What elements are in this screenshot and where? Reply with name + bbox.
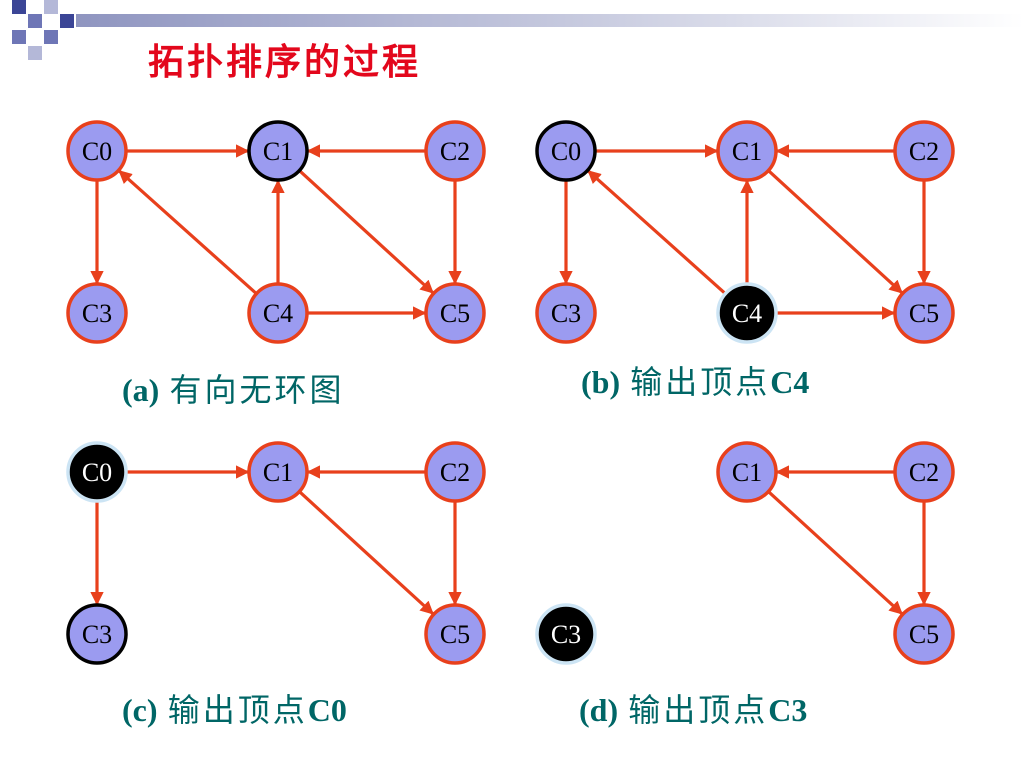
node-circle — [535, 120, 597, 182]
node-circle — [66, 441, 128, 503]
node-circle — [535, 603, 597, 665]
caption-text: 输出顶点 — [630, 363, 771, 401]
node-label: C2 — [440, 137, 470, 166]
node-circle — [247, 441, 309, 503]
node-c5: C5 — [424, 282, 486, 344]
node-c3: C3 — [66, 603, 128, 665]
node-c3: C3 — [535, 282, 597, 344]
node-circle — [66, 603, 128, 665]
node-c2: C2 — [424, 120, 486, 182]
node-label: C5 — [440, 299, 470, 328]
node-c1: C1 — [716, 120, 778, 182]
node-label: C4 — [263, 299, 293, 328]
edge-c1-to-c5 — [298, 169, 434, 294]
node-label: C0 — [82, 458, 112, 487]
caption-tag: (b) — [581, 364, 621, 400]
node-c5: C5 — [893, 282, 955, 344]
node-label: C1 — [732, 458, 762, 487]
node-circle — [247, 120, 309, 182]
edge-c1-to-c5 — [767, 490, 903, 615]
node-c1: C1 — [247, 441, 309, 503]
node-circle — [716, 441, 778, 503]
node-c2: C2 — [893, 120, 955, 182]
node-label: C1 — [263, 458, 293, 487]
node-circle — [424, 441, 486, 503]
node-circle — [424, 603, 486, 665]
node-circle — [66, 282, 128, 344]
node-label: C3 — [551, 299, 581, 328]
node-label: C2 — [909, 458, 939, 487]
node-label: C2 — [440, 458, 470, 487]
caption-tag: (d) — [579, 692, 619, 728]
caption-c: (c) 输出顶点C0 — [122, 694, 347, 726]
node-c2: C2 — [424, 441, 486, 503]
node-label: C1 — [732, 137, 762, 166]
node-circle — [424, 282, 486, 344]
node-circle — [716, 120, 778, 182]
node-c5: C5 — [893, 603, 955, 665]
node-c0: C0 — [535, 120, 597, 182]
caption-b: (b) 输出顶点C4 — [581, 366, 809, 398]
edge-c1-to-c5 — [767, 169, 903, 294]
node-circle — [716, 282, 778, 344]
node-circle — [247, 282, 309, 344]
node-circle — [424, 120, 486, 182]
node-c3: C3 — [535, 603, 597, 665]
node-label: C2 — [909, 137, 939, 166]
node-label: C3 — [551, 620, 581, 649]
node-label: C5 — [909, 620, 939, 649]
slide-title: 拓扑排序的过程 — [148, 41, 422, 83]
node-circle — [893, 441, 955, 503]
caption-node: C0 — [307, 692, 347, 728]
caption-tag: (a) — [122, 372, 160, 408]
node-label: C0 — [82, 137, 112, 166]
caption-a: (a) 有向无环图 — [122, 374, 345, 406]
node-label: C4 — [732, 299, 762, 328]
edge-c1-to-c5 — [298, 490, 434, 615]
caption-text: 输出顶点 — [167, 691, 308, 729]
node-c4: C4 — [716, 282, 778, 344]
edge-c4-to-c0 — [587, 169, 727, 295]
node-label: C5 — [440, 620, 470, 649]
node-circle — [66, 120, 128, 182]
node-c2: C2 — [893, 441, 955, 503]
caption-node: C4 — [770, 364, 810, 400]
node-circle — [893, 282, 955, 344]
node-c4: C4 — [247, 282, 309, 344]
caption-tag: (c) — [122, 692, 158, 728]
node-label: C5 — [909, 299, 939, 328]
node-c0: C0 — [66, 120, 128, 182]
node-circle — [893, 603, 955, 665]
edge-c4-to-c0 — [118, 169, 258, 295]
node-circle — [535, 282, 597, 344]
slide-header-decoration — [12, 0, 1024, 60]
caption-text: 有向无环图 — [169, 371, 345, 409]
node-label: C3 — [82, 620, 112, 649]
node-label: C1 — [263, 137, 293, 166]
node-c1: C1 — [247, 120, 309, 182]
node-label: C3 — [82, 299, 112, 328]
node-c0: C0 — [66, 441, 128, 503]
caption-node: C3 — [768, 692, 808, 728]
caption-d: (d) 输出顶点C3 — [579, 694, 807, 726]
node-c3: C3 — [66, 282, 128, 344]
caption-text: 输出顶点 — [628, 691, 769, 729]
node-circle — [893, 120, 955, 182]
node-label: C0 — [551, 137, 581, 166]
node-c5: C5 — [424, 603, 486, 665]
node-c1: C1 — [716, 441, 778, 503]
